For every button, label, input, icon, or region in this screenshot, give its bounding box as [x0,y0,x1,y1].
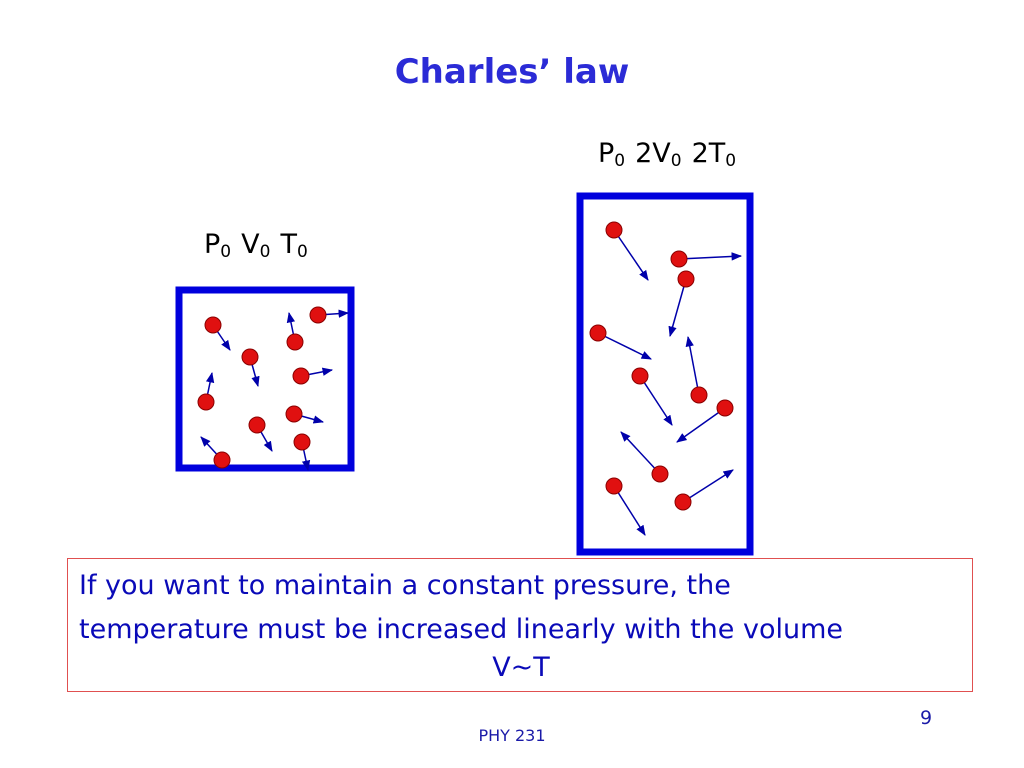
explanation-line-3: V~T [492,652,550,683]
molecule-dot [248,416,266,434]
molecule-dot [651,465,669,483]
left-volume-symbol: V [241,229,260,260]
molecule-dot [631,367,649,385]
small-container-molecule [197,371,215,411]
large-container-molecule [668,270,695,338]
right-volume-symbol: 2V [635,138,671,169]
large-container [576,192,754,556]
velocity-arrow [613,485,646,536]
large-container-molecule [674,469,734,511]
large-container-molecules [589,221,743,536]
right-temperature-symbol: 2T [691,138,726,169]
small-container-molecule [292,367,334,385]
velocity-arrow [678,252,743,261]
molecule-dot [292,367,310,385]
large-container-molecule [605,477,646,536]
large-container-molecule [631,367,673,426]
molecule-dot [309,306,327,324]
right-volume-subscript: 0 [670,151,682,171]
right-volume: 2V0 [635,138,682,171]
right-temperature: 2T0 [691,138,737,171]
velocity-arrow [613,229,649,281]
molecule-dot [286,333,304,351]
molecule-dot [197,393,215,411]
right-pressure: P0 [598,138,626,171]
explanation-line-1: If you want to maintain a constant press… [79,570,731,601]
large-container-molecule [605,221,649,281]
course-footer: PHY 231 [478,726,546,745]
small-container-molecule [286,311,304,351]
molecule-dot [605,477,623,495]
left-temperature-subscript: 0 [296,242,308,262]
molecule-dot [677,270,695,288]
large-container-molecule [685,335,708,404]
right-pressure-symbol: P [598,138,615,169]
velocity-arrow [620,431,661,475]
velocity-arrow [676,407,726,443]
explanation-box: If you want to maintain a constant press… [67,558,973,692]
small-container-molecule [293,433,311,472]
molecule-dot [589,324,607,342]
small-container-molecule [204,316,231,351]
molecule-dot [670,250,688,268]
large-container-molecule [676,399,734,443]
small-container-molecule [248,416,273,452]
left-temperature: T0 [280,229,308,262]
molecule-dot [716,399,734,417]
small-container [175,286,355,472]
molecule-dot [674,493,692,511]
right-pressure-subscript: 0 [614,151,626,171]
left-temperature-symbol: T [280,229,297,260]
velocity-arrow [685,335,700,396]
velocity-arrow [682,469,734,503]
large-container-molecule [670,250,743,268]
molecule-dot [241,348,259,366]
velocity-arrow [668,278,687,338]
slide-title: Charles’ law [394,52,630,92]
molecule-dot [285,405,303,423]
molecule-dot [605,221,623,239]
molecule-dot [213,451,231,469]
small-container-molecule [241,348,260,388]
small-container-molecule [285,405,325,424]
small-container-molecule [309,306,350,324]
large-container-molecule [620,431,669,483]
velocity-arrow [597,332,652,360]
large-container-molecule [589,324,652,360]
left-volume-subscript: 0 [259,242,271,262]
left-pressure-symbol: P [204,229,221,260]
page-number: 9 [920,707,933,729]
right-temperature-subscript: 0 [725,151,737,171]
molecule-dot [204,316,222,334]
molecule-dot [293,433,311,451]
left-volume: V0 [241,229,271,262]
explanation-line-2: temperature must be increased linearly w… [79,614,844,645]
left-pressure: P0 [204,229,232,262]
small-container-molecules [197,306,350,472]
velocity-arrow [639,375,673,426]
left-pressure-subscript: 0 [220,242,232,262]
molecule-dot [690,386,708,404]
small-container-molecule [200,436,231,469]
